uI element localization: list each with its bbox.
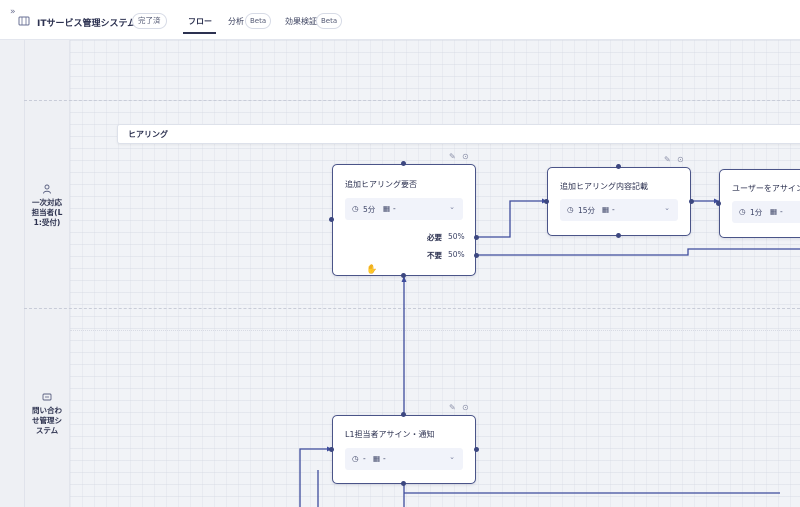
node-time: 1分 [750,208,763,217]
edit-icon[interactable]: ✎ [449,152,456,161]
calendar-icon: ▦ [770,207,778,216]
connector-port[interactable] [544,199,549,204]
tab-effect-verification[interactable]: 効果検証 [285,17,317,26]
connector-port[interactable] [329,217,334,222]
lane-label-line: 1:受付) [33,217,61,227]
lane-label-line: せ管理シ [32,415,62,425]
clock-icon: ◷ [352,204,359,213]
beta-badge: Beta [316,13,343,29]
edge-in-n4 [299,448,332,507]
connector-port[interactable] [716,201,721,206]
connector-port[interactable] [616,233,621,238]
beta-badge: Beta [245,13,272,29]
chevron-down-icon[interactable]: ⌄ [449,203,455,211]
node-date: - [383,454,386,463]
connector-port[interactable] [329,447,334,452]
phase-header[interactable]: ヒアリング [117,124,800,144]
connector-port[interactable] [401,481,406,486]
node-meta[interactable]: ◷ 1分 ▦ - [732,201,800,223]
lane-subdivider [70,330,800,331]
lane-divider [24,100,800,101]
arrowhead [401,276,407,282]
clock-icon: ◷ [567,205,574,214]
node-title: ユーザーをアサイン [732,184,800,193]
person-icon [43,184,51,194]
lane-label-line: ステム [35,425,59,435]
check-circle-icon[interactable]: ⊙ [462,403,469,412]
top-bar: » ITサービス管理システム 完了済 フロー 分析 Beta 効果検証 Beta [0,0,800,40]
map-icon [18,16,30,26]
phase-label: ヒアリング [128,130,168,139]
lane-label-system: 問い合わ せ管理シ ステム [26,406,68,435]
check-circle-icon[interactable]: ⊙ [462,152,469,161]
tab-flow[interactable]: フロー [188,17,212,26]
double-chevron-right-icon[interactable]: » [10,7,16,17]
process-node[interactable]: L1担当者アサイン・通知 ◷ - ▦ - ⌄ [332,415,476,484]
node-meta[interactable]: ◷ 15分 ▦ - ⌄ [560,199,678,221]
lane-header-column [24,40,70,507]
connector-port[interactable] [616,164,621,169]
branch-pct: 50% [448,232,465,241]
node-date: - [393,204,396,213]
process-node[interactable]: ユーザーをアサイン ◷ 1分 ▦ - [719,169,800,238]
edit-icon[interactable]: ✎ [664,155,671,164]
lane-label-line: 一次対応 [32,198,62,207]
edge-n1-no [476,248,800,256]
process-node[interactable]: 追加ヒアリング内容記載 ◷ 15分 ▦ - ⌄ [547,167,691,236]
branch-label: 不要 [427,251,442,260]
node-time: 5分 [363,205,376,214]
node-date: - [612,205,615,214]
chevron-down-icon[interactable]: ⌄ [449,453,455,461]
calendar-icon: ▦ [383,204,391,213]
connector-port[interactable] [401,412,406,417]
lane-label-l1: 一次対応 担当者(L 1:受付) [26,198,68,227]
node-title: 追加ヒアリング内容記載 [560,182,648,191]
branch-pct: 50% [448,250,465,259]
check-circle-icon[interactable]: ⊙ [677,155,684,164]
branch-label: 必要 [427,233,442,242]
clock-icon: ◷ [739,207,746,216]
app-title: ITサービス管理システム [37,19,137,29]
connector-port[interactable] [401,161,406,166]
calendar-icon: ▦ [602,205,610,214]
edge-n1-n2 [476,200,547,238]
calendar-icon: ▦ [373,454,381,463]
status-badge: 完了済 [132,13,167,29]
node-title: 追加ヒアリング要否 [345,180,417,189]
connector-port[interactable] [401,273,406,278]
active-tab-indicator [183,32,216,34]
clock-icon: ◷ [352,454,359,463]
lane-label-line: 担当者(L [31,207,63,217]
process-node[interactable]: 追加ヒアリング要否 ◷ 5分 ▦ - ⌄ 必要 50% 不要 50% ✋ [332,164,476,276]
edit-icon[interactable]: ✎ [449,403,456,412]
tab-analysis[interactable]: 分析 [228,17,244,26]
connector-port[interactable] [474,447,479,452]
node-time: - [363,454,366,463]
system-icon [42,393,52,401]
connector-port[interactable] [689,199,694,204]
connector-port[interactable] [474,235,479,240]
hand-cursor-icon: ✋ [366,265,378,275]
node-title: L1担当者アサイン・通知 [345,430,435,439]
lane-label-line: 問い合わ [32,406,62,415]
chevron-down-icon[interactable]: ⌄ [664,204,670,212]
node-time: 15分 [578,206,596,215]
node-date: - [780,207,783,216]
lane-divider [24,308,800,309]
node-meta[interactable]: ◷ - ▦ - ⌄ [345,448,463,470]
node-meta[interactable]: ◷ 5分 ▦ - ⌄ [345,198,463,220]
connector-port[interactable] [474,253,479,258]
